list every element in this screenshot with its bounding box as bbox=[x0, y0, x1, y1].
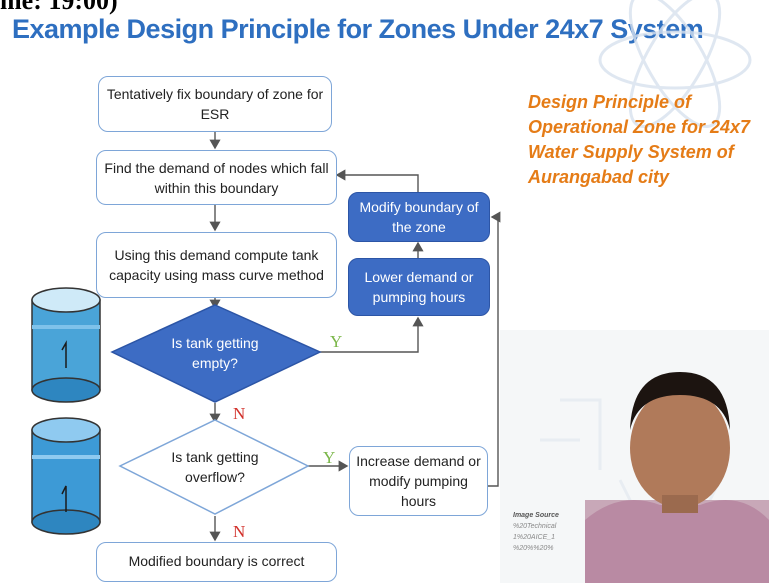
no-label-empty: N bbox=[233, 404, 246, 423]
yes-label-overflow: Y bbox=[323, 448, 336, 467]
presenter-image bbox=[585, 372, 769, 583]
timestamp-overlay: me: 19:00) bbox=[0, 0, 118, 15]
no-label-overflow: N bbox=[233, 522, 246, 541]
image-source-caption: Image Source %20Technical 1%20AICE_1 %20… bbox=[513, 512, 559, 552]
slide-title: Example Design Principle for Zones Under… bbox=[12, 14, 704, 44]
tank-icon-empty bbox=[31, 287, 101, 403]
side-heading: Design Principle of Operational Zone for… bbox=[528, 92, 751, 187]
yes-label-empty: Y bbox=[330, 332, 343, 351]
tank-icon-overflow bbox=[31, 417, 101, 535]
decision-empty-shape bbox=[110, 304, 322, 403]
step-correct: Modified boundary is correct bbox=[96, 542, 337, 582]
decision-overflow-shape bbox=[118, 419, 310, 515]
connectors bbox=[209, 132, 501, 542]
